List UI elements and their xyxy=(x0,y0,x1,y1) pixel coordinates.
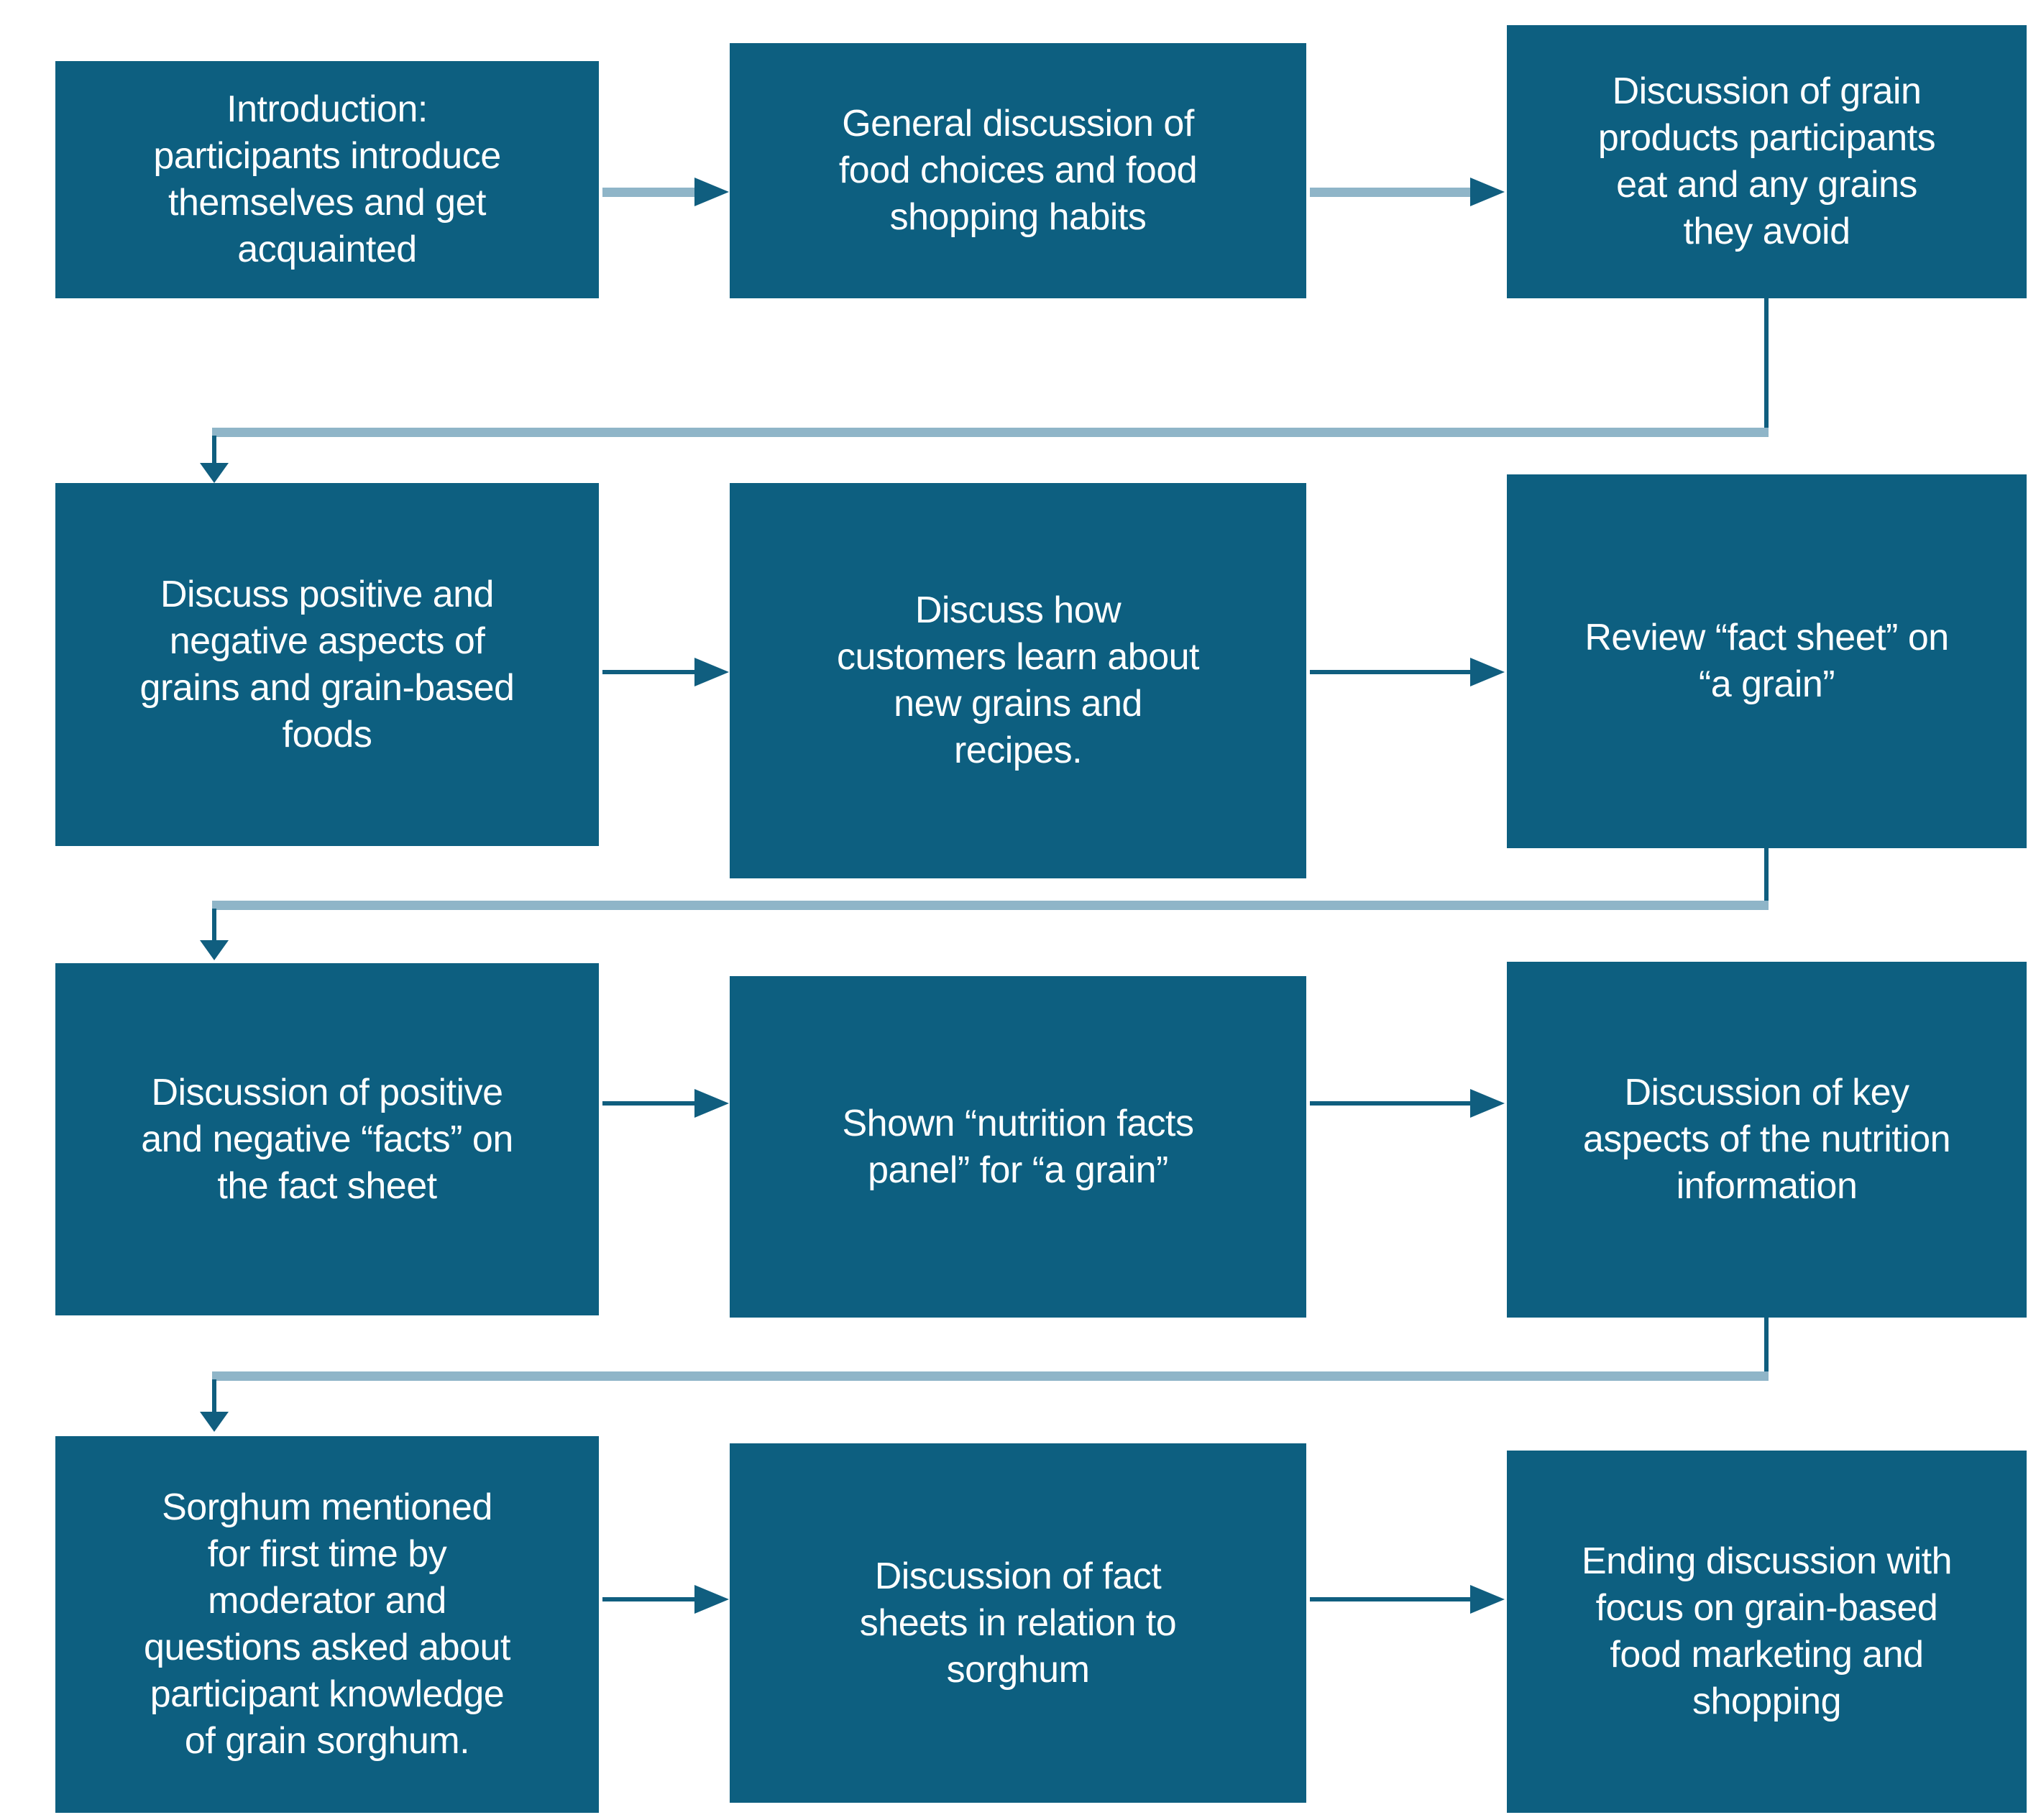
flow-step-1-label: Introduction: participants introduce the… xyxy=(153,88,501,270)
flow-step-7-label: Discussion of positive and negative “fac… xyxy=(141,1071,513,1207)
connector-3-4-drop-line xyxy=(212,436,216,466)
flow-step-2: General discussion of food choices and f… xyxy=(730,43,1306,298)
flow-step-11: Discussion of fact sheets in relation to… xyxy=(730,1443,1306,1803)
flow-step-4-label: Discuss positive and negative aspects of… xyxy=(139,573,515,755)
connector-9-10-drop-line xyxy=(212,1379,216,1413)
connector-9-10-stub-line xyxy=(1764,1318,1769,1378)
connector-9-10-arrowhead-icon xyxy=(200,1412,229,1432)
connector-5-6-arrowhead-icon xyxy=(1470,658,1505,686)
flow-step-6-label: Review “fact sheet” on “a grain” xyxy=(1584,617,1949,705)
flow-step-5-label: Discuss how customers learn about new gr… xyxy=(837,589,1200,771)
connector-8-9-line xyxy=(1310,1101,1470,1106)
connector-6-7-arrowhead-icon xyxy=(200,940,229,960)
flow-step-10-label: Sorghum mentioned for first time by mode… xyxy=(144,1486,510,1762)
connector-7-8-arrowhead-icon xyxy=(694,1089,729,1118)
connector-1-2-arrowhead-icon xyxy=(694,178,729,206)
connector-2-3-line xyxy=(1310,188,1470,197)
connector-4-5-arrowhead-icon xyxy=(694,658,729,686)
flow-step-3: Discussion of grain products participant… xyxy=(1507,25,2027,298)
flow-step-9: Discussion of key aspects of the nutriti… xyxy=(1507,962,2027,1318)
connector-8-9-arrowhead-icon xyxy=(1470,1089,1505,1118)
flow-step-8: Shown “nutrition facts panel” for “a gra… xyxy=(730,976,1306,1318)
connector-10-11-arrowhead-icon xyxy=(694,1585,729,1614)
connector-7-8-line xyxy=(602,1101,694,1106)
flow-step-4: Discuss positive and negative aspects of… xyxy=(55,483,599,846)
flow-step-7: Discussion of positive and negative “fac… xyxy=(55,963,599,1315)
connector-11-12-arrowhead-icon xyxy=(1470,1585,1505,1614)
connector-6-7-stub-line xyxy=(1764,848,1769,907)
connector-5-6-line xyxy=(1310,670,1470,674)
connector-3-4-horizontal-line xyxy=(212,428,1769,437)
flow-step-11-label: Discussion of fact sheets in relation to… xyxy=(859,1555,1177,1691)
connector-3-4-arrowhead-icon xyxy=(200,463,229,483)
connector-3-4-stub-line xyxy=(1764,298,1769,435)
flow-step-1: Introduction: participants introduce the… xyxy=(55,61,599,298)
flow-step-8-label: Shown “nutrition facts panel” for “a gra… xyxy=(842,1102,1194,1191)
connector-6-7-horizontal-line xyxy=(212,901,1769,910)
connector-6-7-drop-line xyxy=(212,909,216,942)
flow-step-10: Sorghum mentioned for first time by mode… xyxy=(55,1436,599,1813)
flow-step-2-label: General discussion of food choices and f… xyxy=(838,103,1198,238)
connector-4-5-line xyxy=(602,670,694,674)
flow-step-12: Ending discussion with focus on grain-ba… xyxy=(1507,1451,2027,1813)
connector-9-10-horizontal-line xyxy=(212,1371,1769,1381)
connector-10-11-line xyxy=(602,1597,694,1601)
connector-11-12-line xyxy=(1310,1597,1470,1601)
flow-step-3-label: Discussion of grain products participant… xyxy=(1597,70,1936,252)
connector-2-3-arrowhead-icon xyxy=(1470,178,1505,206)
flow-step-6: Review “fact sheet” on “a grain” xyxy=(1507,474,2027,848)
flow-step-12-label: Ending discussion with focus on grain-ba… xyxy=(1581,1540,1953,1722)
flow-step-9-label: Discussion of key aspects of the nutriti… xyxy=(1582,1072,1951,1207)
connector-1-2-line xyxy=(602,188,696,197)
flow-step-5: Discuss how customers learn about new gr… xyxy=(730,483,1306,878)
